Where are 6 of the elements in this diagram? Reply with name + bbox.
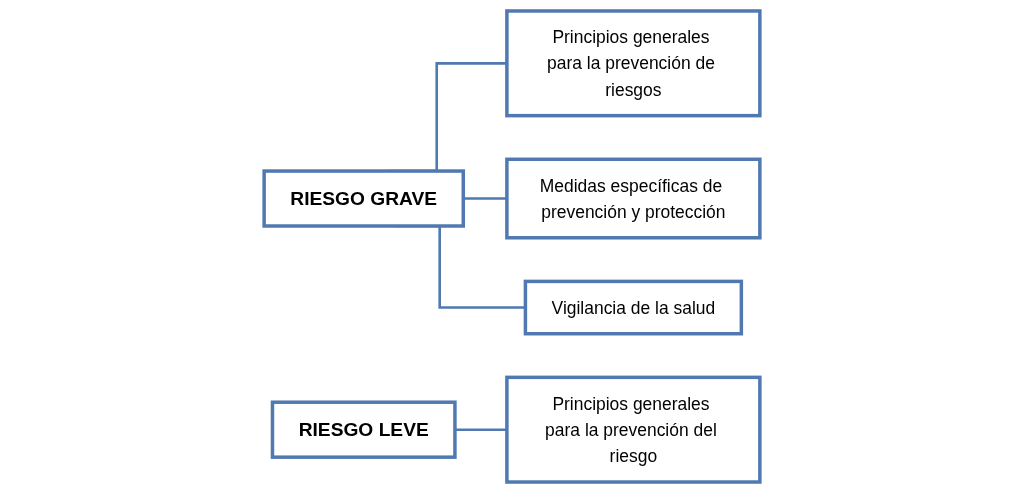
node-box: Vigilancia de la salud (523, 279, 744, 336)
node-box: RIESGO GRAVE (262, 169, 466, 228)
node-box: Principios generales para la prevención del riesgo (505, 375, 762, 484)
node-box: Principios generales para la prevención de riesgos (505, 9, 762, 118)
node-box: RIESGO LEVE (270, 400, 457, 459)
node-box: Medidas específicas de prevención y protección (505, 157, 762, 240)
